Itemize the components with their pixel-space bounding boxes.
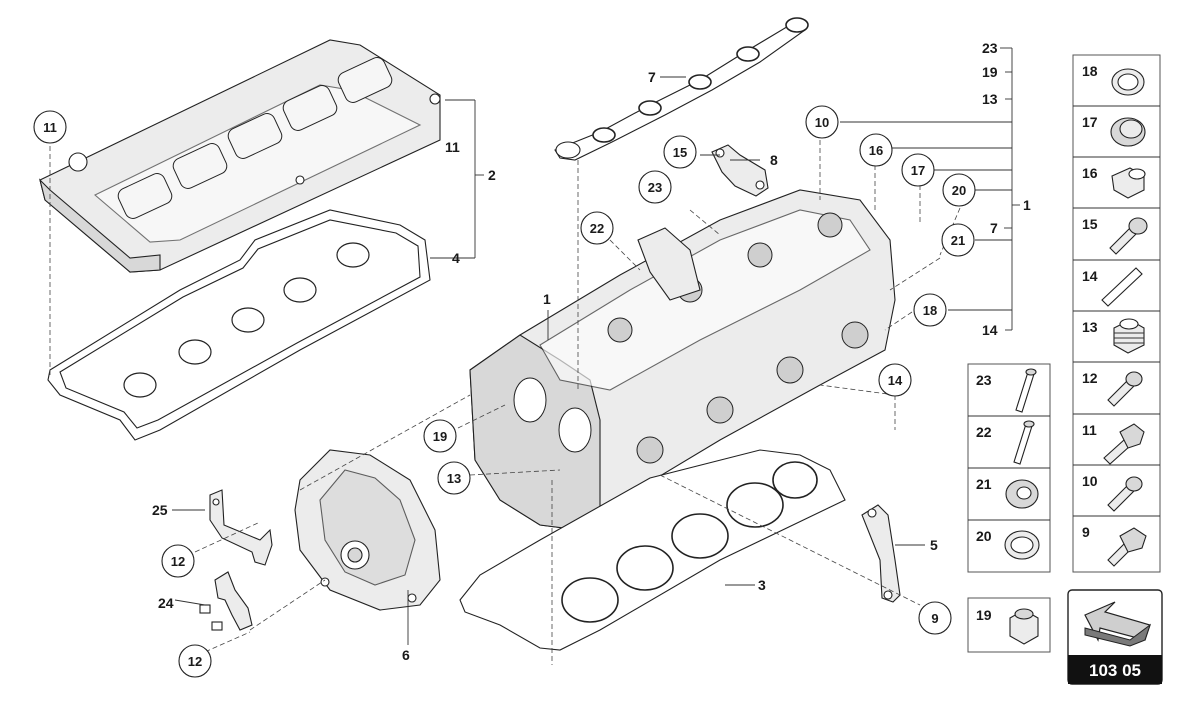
callout-12-lower: 12 [188,654,202,669]
callout-circles: 11 10 15 16 17 20 23 22 21 18 14 19 13 1… [33,105,976,678]
label-2: 2 [488,167,496,183]
page-code-box: 103 05 [1067,589,1163,685]
legend-part-9-icon [1107,527,1147,567]
label-11: 11 [445,139,460,155]
callout-17: 17 [911,163,925,178]
valve-cover-gasket [47,209,431,441]
callout-20: 20 [952,183,966,198]
label-1-right: 1 [1023,197,1031,213]
label-4: 4 [452,250,460,266]
callout-21: 21 [951,233,965,248]
callout-14: 14 [888,373,903,388]
timing-cover [294,449,441,611]
legend-num-11: 11 [1082,422,1097,438]
label-3: 3 [758,577,766,593]
label-7-right: 7 [990,220,998,236]
legend-part-22-icon [1013,420,1035,465]
label-19-right: 19 [982,64,998,80]
legend-column-right: 18 17 16 15 14 13 12 11 10 9 [1072,54,1161,573]
label-7-top: 7 [648,69,656,85]
callout-22: 22 [590,221,604,236]
legend-part-16-icon [1111,167,1146,199]
legend-num-20: 20 [976,528,992,544]
legend-part-20-icon [1004,530,1040,560]
legend-part-18-icon [1111,68,1145,96]
callout-9: 9 [931,611,938,626]
legend-part-19-icon [1009,608,1039,645]
callout-15: 15 [673,145,687,160]
callout-18: 18 [923,303,937,318]
legend-column-left: 23 22 21 20 [967,363,1051,573]
cylinder-head [469,189,896,531]
legend-part-15-icon [1109,217,1148,255]
callout-10: 10 [815,115,829,130]
label-14-right: 14 [982,322,998,338]
legend-num-17: 17 [1082,114,1098,130]
valve-cover [38,39,441,273]
label-25: 25 [152,502,168,518]
legend-num-21: 21 [976,476,992,492]
legend-num-19: 19 [976,607,992,623]
label-8: 8 [770,152,778,168]
legend-num-22: 22 [976,424,992,440]
leader-lines [49,47,1020,665]
callout-16: 16 [869,143,883,158]
legend-num-16: 16 [1082,165,1098,181]
legend-num-10: 10 [1082,473,1098,489]
bracket-25 [209,489,273,566]
label-1-main: 1 [543,291,551,307]
legend-num-14: 14 [1082,268,1098,284]
lifting-strap [861,504,901,603]
bracket-8 [711,144,769,197]
legend-box-19: 19 [967,597,1051,653]
legend-part-21-icon [1005,479,1039,509]
label-23-right: 23 [982,40,998,56]
legend-part-13-icon [1113,318,1145,354]
label-6: 6 [402,647,410,663]
legend-num-9: 9 [1082,524,1090,540]
legend-num-15: 15 [1082,216,1098,232]
page-code: 103 05 [1089,661,1141,680]
callout-23: 23 [648,180,662,195]
legend-part-23-icon [1015,368,1037,413]
legend-num-23: 23 [976,372,992,388]
legend-part-10-icon [1107,476,1143,512]
intake-manifold-gasket [554,17,809,161]
legend-part-12-icon [1107,371,1143,407]
head-gasket [459,449,846,651]
legend-num-12: 12 [1082,370,1098,386]
label-13-right: 13 [982,91,998,107]
legend-part-11-icon [1103,423,1145,465]
callout-12-upper: 12 [171,554,185,569]
callout-13: 13 [447,471,461,486]
legend-num-13: 13 [1082,319,1098,335]
part-labels: 7 8 11 2 4 1 23 19 13 1 7 14 25 24 6 3 5 [152,40,1031,663]
label-5: 5 [930,537,938,553]
callout-11: 11 [43,120,57,135]
arrow-icon [1084,601,1151,647]
legend-part-17-icon [1110,117,1146,147]
bracket-24 [199,571,253,631]
legend-part-14-icon [1101,267,1143,307]
label-24: 24 [158,595,174,611]
legend-num-18: 18 [1082,63,1098,79]
callout-19: 19 [433,429,447,444]
